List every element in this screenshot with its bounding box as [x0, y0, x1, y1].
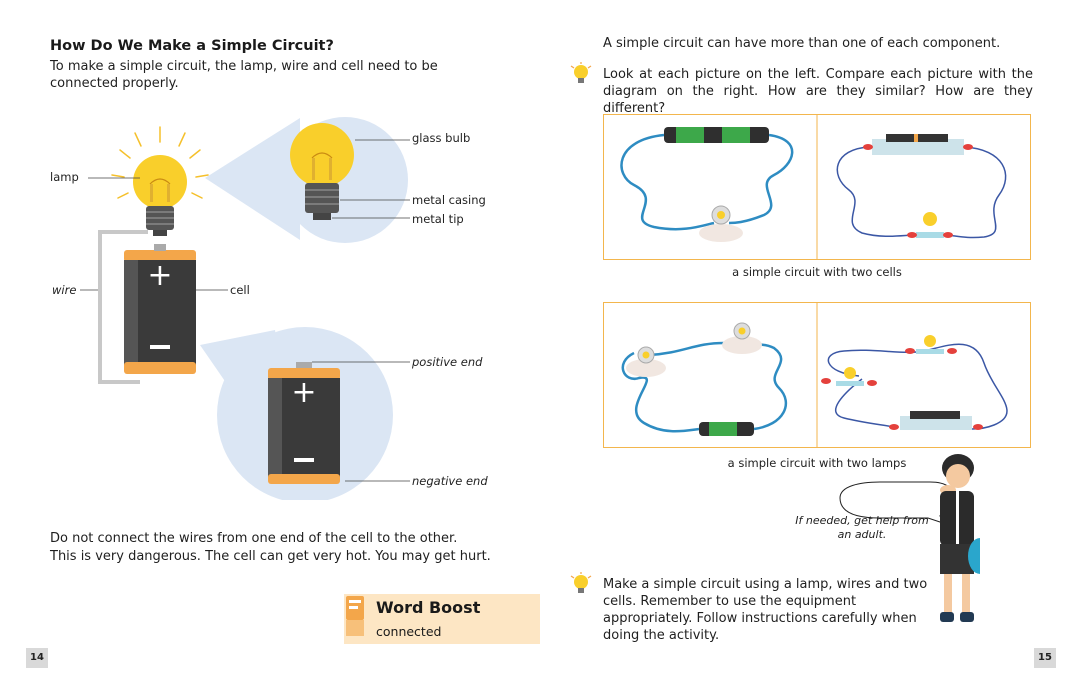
label-negative-end: negative end: [412, 474, 488, 488]
character-bag: [968, 538, 980, 574]
book-icon: [346, 596, 364, 636]
zoom-bulb-tip: [313, 213, 331, 220]
main-cell-top: [124, 250, 196, 262]
lightbulb-icon: [570, 62, 592, 83]
label-lamp: lamp: [50, 170, 79, 184]
lightbulb-icon-2: [570, 572, 592, 593]
diagram-lamp-base: [916, 232, 944, 238]
caption-two-lamps: a simple circuit with two lamps: [727, 456, 907, 470]
character-illustration: [839, 454, 980, 622]
warning-text: Do not connect the wires from one end of…: [50, 530, 510, 566]
label-metal-tip: metal tip: [412, 212, 464, 226]
two-cells-panel: [603, 114, 1031, 260]
label-metal-casing: metal casing: [412, 193, 486, 207]
light-rays: [111, 126, 209, 199]
label-glass-bulb: glass bulb: [412, 131, 471, 145]
activity-instructions: Make a simple circuit using a lamp, wire…: [603, 577, 928, 643]
wire-loop: [98, 230, 148, 384]
two-lamps-illustrations: [621, 303, 1008, 447]
diagram-lamp-1: [844, 367, 856, 379]
label-wire: wire: [52, 283, 77, 297]
main-bulb-glass: [133, 155, 187, 209]
diagram-cells-base: [872, 139, 964, 155]
word-boost-box: Word Boost connected: [344, 594, 540, 644]
svg-text:+: +: [291, 375, 316, 410]
character-face: [946, 464, 970, 488]
word-boost-title: Word Boost: [376, 598, 481, 617]
right-page: A simple circuit can have more than one …: [540, 0, 1080, 690]
section-heading: How Do We Make a Simple Circuit?: [50, 38, 334, 54]
zoom-cell-bottom: [268, 474, 340, 484]
photo-lamp-1-holder: [626, 359, 666, 377]
bulb-zoom-cone: [205, 118, 300, 240]
label-positive-end: positive end: [412, 355, 483, 369]
compare-question: Look at each picture on the left. Compar…: [603, 67, 1033, 116]
diagram-lamp-2: [924, 335, 936, 347]
components-note: A simple circuit can have more than one …: [603, 36, 1001, 51]
photo-lamp-2-holder: [722, 336, 762, 354]
warning-line-1: Do not connect the wires from one end of…: [50, 531, 458, 546]
intro-paragraph: To make a simple circuit, the lamp, wire…: [50, 59, 438, 91]
diagram-lamp: [923, 212, 937, 226]
zoom-cell-top: [268, 368, 340, 380]
diagram-lamp-1-base: [836, 381, 864, 386]
zoom-bulb-casing: [305, 183, 339, 213]
caption-two-cells: a simple circuit with two cells: [732, 265, 902, 279]
label-cell: cell: [230, 283, 250, 297]
left-page: How Do We Make a Simple Circuit? To make…: [26, 38, 540, 668]
zoom-bulb-glass: [290, 123, 354, 187]
diagram-cell-base: [900, 416, 972, 430]
page-number-left: 14: [26, 648, 48, 668]
word-boost-word: connected: [376, 624, 442, 639]
two-lamps-panel: [603, 302, 1031, 448]
two-cells-illustrations: [620, 115, 1007, 259]
warning-line-2: This is very dangerous. The cell can get…: [50, 549, 491, 564]
diagram-lamp-2-base: [916, 349, 944, 354]
page-number-right: 15: [1034, 648, 1056, 668]
svg-text:+: +: [147, 258, 172, 293]
photo-lamp-holder: [699, 224, 743, 242]
circuit-parts-diagram: + +: [80, 117, 410, 500]
speech-bubble-text: If needed, get help from an adult.: [795, 514, 929, 541]
main-cell-bottom: [124, 362, 196, 374]
